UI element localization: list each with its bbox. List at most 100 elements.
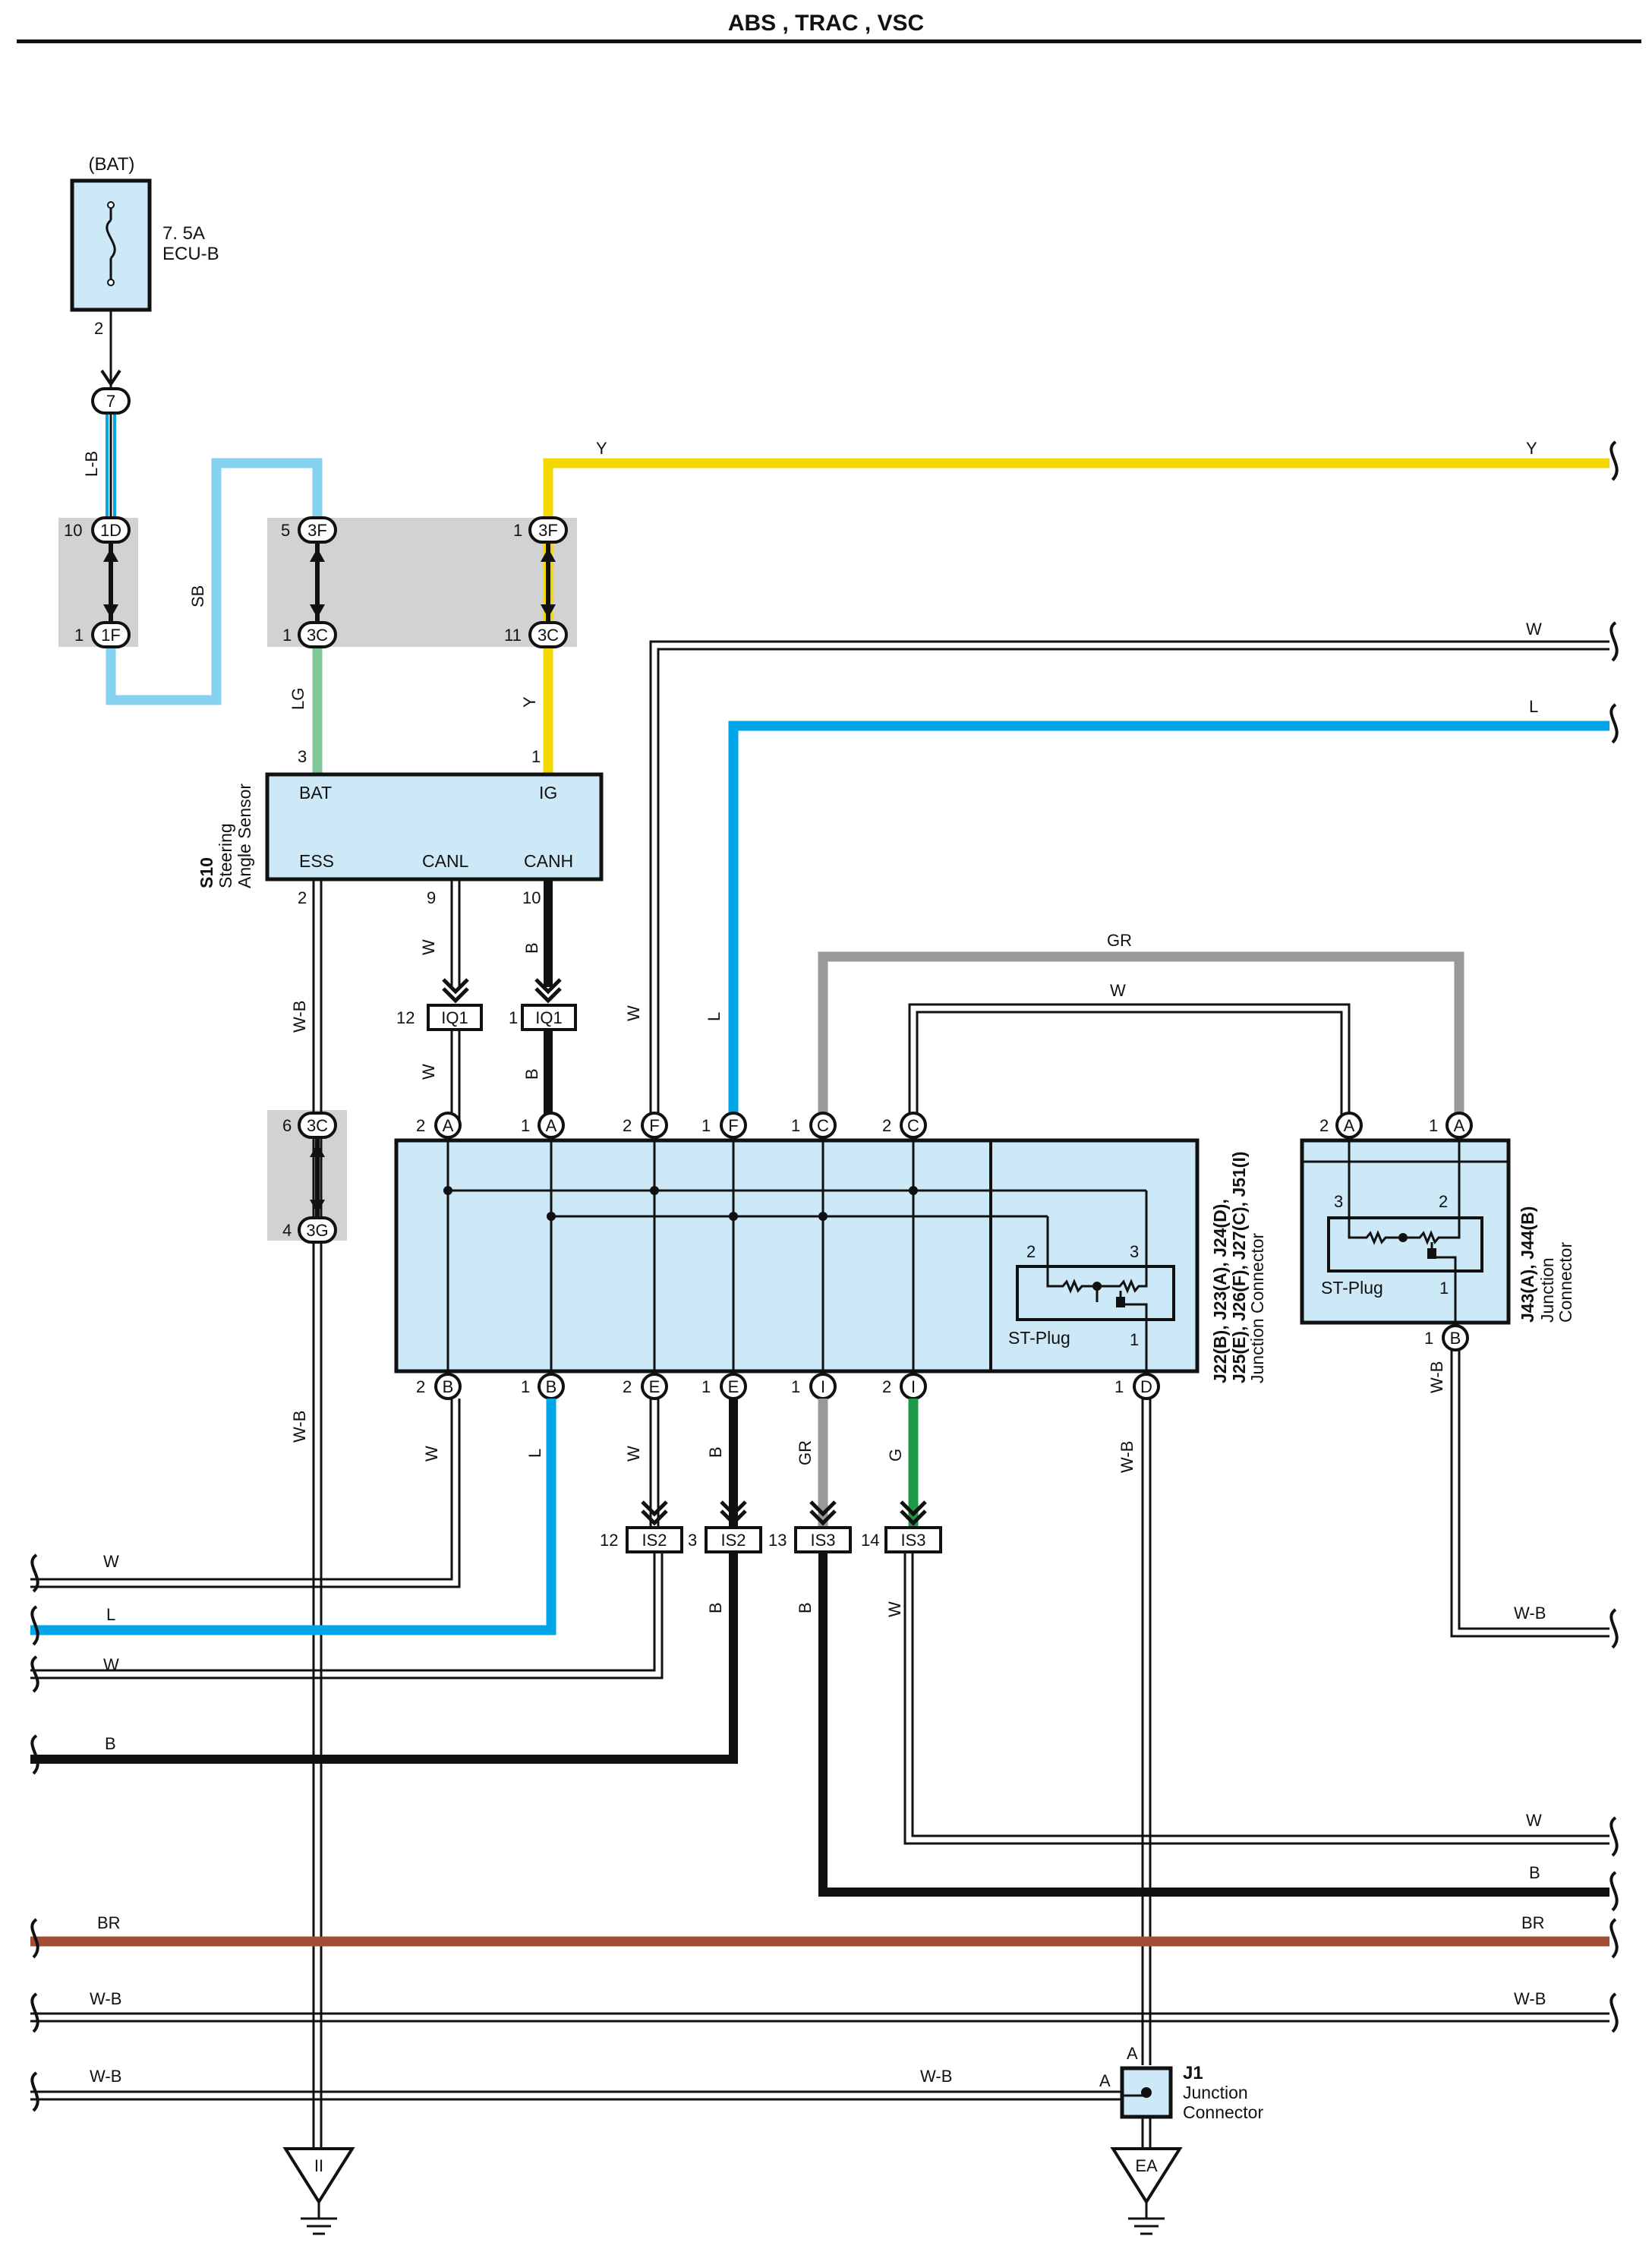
svg-text:B: B [522, 942, 541, 954]
connector-3g: 3G 4 [282, 1216, 337, 1244]
svg-text:E: E [728, 1377, 739, 1396]
wire-l-b1 [30, 1399, 556, 1635]
connector-1d: 1D 10 [64, 516, 131, 544]
svg-text:1D: 1D [100, 521, 121, 540]
svg-text:BR: BR [97, 1913, 121, 1932]
wire-w-is3-out-2 [911, 1553, 1609, 1837]
fuse-rating: 7. 5A [162, 223, 205, 244]
svg-text:C: C [907, 1116, 919, 1135]
svg-text:W-B: W-B [90, 2067, 121, 2086]
svg-text:3F: 3F [307, 521, 327, 540]
wire-wb-ess: W-B W-B [290, 879, 323, 2149]
connector-1f: 1F 1 [74, 621, 131, 648]
svg-text:F: F [728, 1116, 738, 1135]
sensor-name-2: Angle Sensor [235, 784, 254, 888]
double-arrow-1d1f [103, 544, 118, 621]
svg-text:1: 1 [1114, 1377, 1124, 1396]
svg-text:A: A [1344, 1116, 1355, 1135]
svg-text:B: B [1450, 1329, 1461, 1348]
label-y-top-left: Y [596, 439, 607, 458]
svg-text:A: A [1099, 2071, 1111, 2090]
svg-text:IG: IG [539, 783, 557, 803]
svg-text:L: L [106, 1605, 115, 1624]
svg-text:C: C [817, 1116, 829, 1135]
connector-is3-b: IS3 14 [861, 1526, 942, 1553]
wire-gr-loop [818, 951, 1464, 1124]
main-top-pins: A2 A1 F2 F1 C1 C2 [416, 1112, 927, 1139]
svg-text:2: 2 [1439, 1192, 1448, 1211]
svg-text:2: 2 [623, 1377, 632, 1396]
label-wb-ess-2: W-B [290, 1411, 309, 1443]
junction-main-ids-1: J22(B), J23(A), J24(D), [1210, 1199, 1230, 1383]
svg-text:W-B: W-B [1514, 1604, 1546, 1623]
svg-text:W-B: W-B [920, 2067, 952, 2086]
svg-text:12: 12 [600, 1531, 618, 1550]
svg-text:5: 5 [281, 521, 290, 540]
connector-3c-c: 3C 6 [282, 1112, 337, 1139]
svg-text:1: 1 [701, 1377, 711, 1396]
svg-text:6: 6 [282, 1116, 292, 1135]
svg-text:W: W [422, 1446, 441, 1462]
svg-text:I: I [911, 1377, 916, 1396]
svg-text:W-B: W-B [1118, 1441, 1137, 1473]
svg-text:1: 1 [521, 1377, 530, 1396]
svg-text:L: L [705, 1012, 724, 1021]
svg-text:W: W [624, 1446, 643, 1462]
svg-text:I: I [821, 1377, 825, 1396]
wire-w-b2 [30, 1399, 453, 1581]
ground-ii: II [282, 2147, 355, 2235]
connector-3c-b: 3C 11 [504, 621, 568, 648]
svg-text:W: W [1526, 1811, 1542, 1830]
svg-text:1: 1 [531, 747, 541, 766]
svg-text:E: E [649, 1377, 660, 1396]
svg-text:1: 1 [282, 626, 292, 645]
svg-text:13: 13 [768, 1531, 787, 1550]
svg-text:ST-Plug: ST-Plug [1008, 1328, 1070, 1348]
svg-text:A: A [1127, 2044, 1138, 2063]
wire-w-loop-2 [916, 1011, 1343, 1124]
svg-text:1F: 1F [101, 626, 121, 645]
header: ABS , TRAC , VSC [0, 0, 1652, 46]
svg-text:10: 10 [64, 521, 82, 540]
wire-wb-right-2 [1458, 1350, 1609, 1630]
connector-3c-a: 3C 1 [282, 621, 337, 648]
svg-text:10: 10 [522, 888, 541, 907]
page-title: ABS , TRAC , VSC [727, 11, 925, 36]
svg-text:W: W [1110, 981, 1126, 1000]
svg-text:B: B [105, 1734, 116, 1753]
svg-text:II: II [314, 2156, 323, 2175]
svg-text:1: 1 [1130, 1330, 1139, 1349]
wire-y [543, 458, 1609, 774]
svg-text:2: 2 [416, 1377, 425, 1396]
svg-text:2: 2 [882, 1377, 891, 1396]
svg-text:W: W [419, 939, 438, 955]
wire-b-is2-out [30, 1553, 738, 1764]
svg-text:11: 11 [504, 626, 522, 645]
label-lb: L-B [82, 451, 101, 477]
svg-text:W: W [419, 1064, 438, 1080]
svg-text:L: L [1529, 697, 1538, 716]
svg-text:1: 1 [1439, 1279, 1449, 1298]
svg-text:7: 7 [106, 392, 115, 411]
svg-text:4: 4 [282, 1221, 292, 1240]
svg-text:EA: EA [1135, 2156, 1158, 2175]
svg-text:BAT: BAT [299, 783, 332, 803]
label-lg: LG [288, 688, 307, 710]
wire-l-long [728, 721, 1609, 1124]
svg-text:B: B [706, 1446, 725, 1458]
wire-w-long [649, 640, 1609, 1124]
fuse-source-label: (BAT) [89, 154, 135, 175]
svg-text:1: 1 [701, 1116, 711, 1135]
j1-name-2: Connector [1183, 2102, 1263, 2122]
svg-text:CANH: CANH [524, 851, 573, 871]
svg-text:GR: GR [796, 1440, 815, 1465]
svg-text:B: B [522, 1068, 541, 1080]
svg-text:3: 3 [298, 747, 307, 766]
label-sb: SB [188, 585, 207, 607]
label-wb-ess-1: W-B [290, 1001, 309, 1033]
right-junction-pins: A2 A1 B1 [1319, 1112, 1473, 1351]
wire-w-is3-out [903, 1553, 1609, 1845]
svg-text:1: 1 [513, 521, 522, 540]
svg-text:W: W [624, 1005, 643, 1021]
svg-text:CANL: CANL [422, 851, 469, 871]
